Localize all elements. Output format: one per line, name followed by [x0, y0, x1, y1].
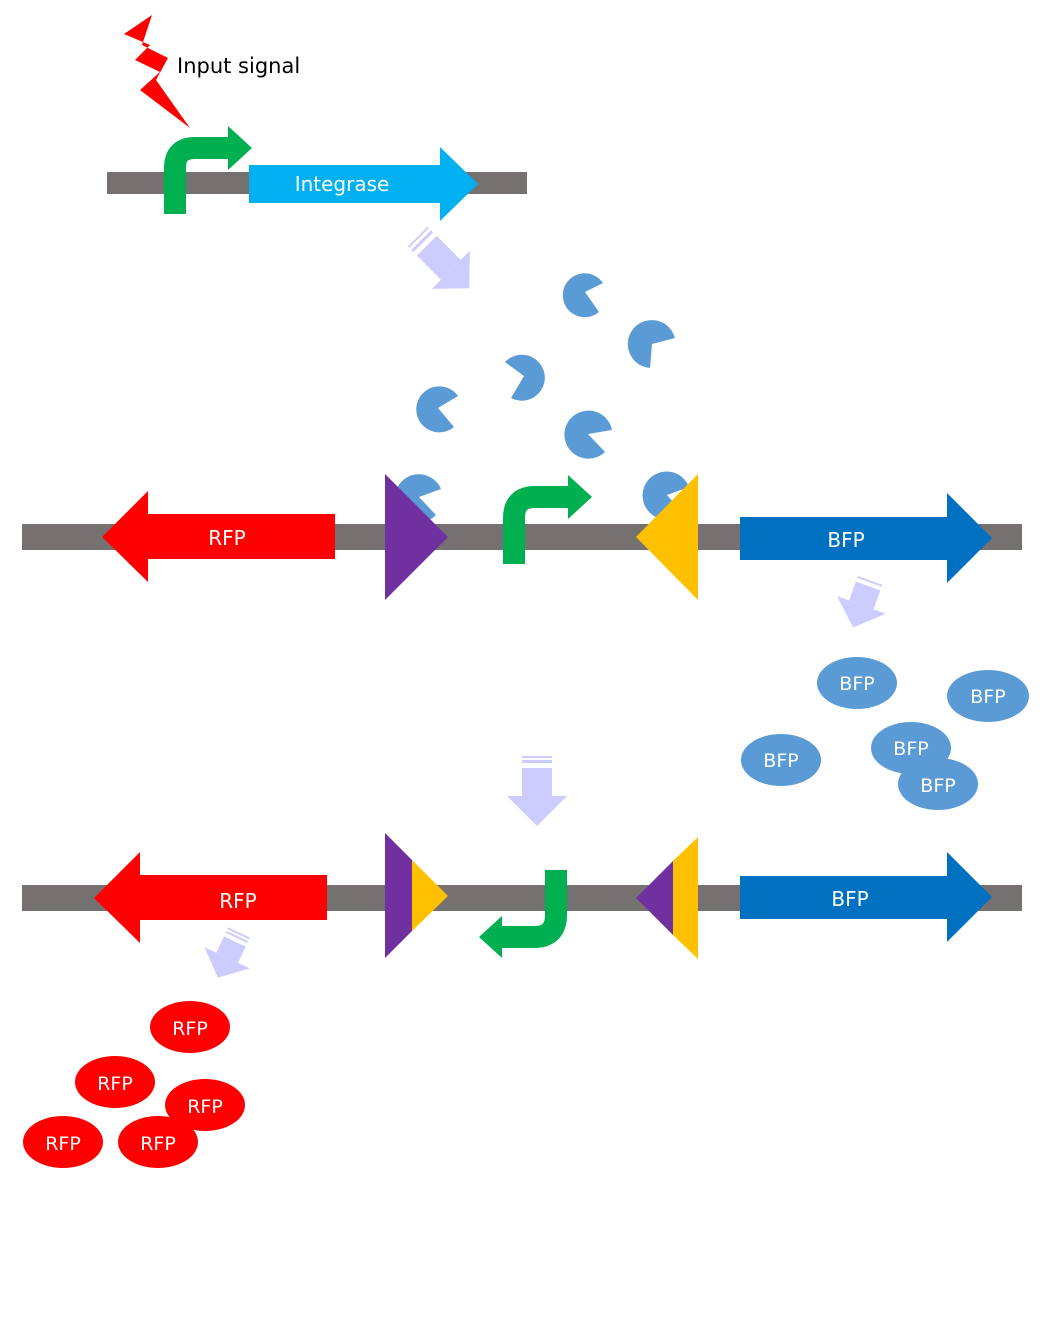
rfp-protein-label: RFP	[140, 1133, 176, 1155]
bfp-protein-label: BFP	[839, 673, 874, 695]
bfp-gene-label: BFP	[831, 887, 868, 911]
bfp-proteins: BFP BFP BFP BFP BFP	[741, 657, 1029, 810]
integrase-protein-1	[562, 273, 603, 318]
integrase-protein-2	[627, 320, 675, 368]
promoter-arrowhead-top	[228, 126, 252, 170]
promoter-icon-top	[164, 137, 228, 214]
bfp-protein-label: BFP	[893, 738, 928, 760]
promoter-arrowhead-bottom	[479, 916, 502, 958]
rfp-protein-label: RFP	[97, 1073, 133, 1095]
bfp-protein-label: BFP	[970, 686, 1005, 708]
recombination-arrow	[507, 756, 567, 826]
rfp-protein	[165, 1079, 245, 1131]
rfp-protein	[23, 1116, 103, 1168]
rfp-protein	[118, 1116, 198, 1168]
bfp-protein	[947, 670, 1029, 722]
promoter-icon-middle	[503, 486, 568, 564]
promoter-icon-bottom	[502, 870, 567, 948]
attL-site-yellow	[412, 860, 448, 931]
bfp-expression-arrow	[836, 576, 886, 628]
attR-site-yellow	[673, 837, 698, 959]
construct-after: RFP BFP	[22, 833, 1022, 959]
integrase-construct: Input signal Integrase	[107, 15, 527, 221]
attL-site-purple	[385, 833, 412, 958]
bfp-protein-label: BFP	[920, 775, 955, 797]
bfp-protein-label: BFP	[763, 750, 798, 772]
rfp-protein-label: RFP	[45, 1133, 81, 1155]
integrase-protein-3	[505, 354, 545, 401]
bfp-protein	[817, 657, 897, 709]
expression-arrow	[407, 226, 470, 289]
rfp-proteins: RFP RFP RFP RFP RFP	[23, 1001, 245, 1168]
attP-site	[636, 474, 698, 600]
rfp-gene-arrow	[102, 491, 335, 582]
integrase-proteins	[394, 273, 689, 523]
bfp-gene-arrow	[740, 493, 992, 583]
rfp-expression-arrow	[204, 927, 250, 978]
input-signal-label: Input signal	[177, 54, 300, 78]
bfp-protein	[741, 734, 821, 786]
attB-site	[385, 474, 448, 600]
rfp-gene-label: RFP	[208, 526, 245, 550]
bfp-gene-label: BFP	[827, 528, 864, 552]
bfp-gene-arrow	[740, 852, 992, 942]
rfp-protein	[150, 1001, 230, 1053]
rfp-gene-arrow	[94, 852, 327, 943]
promoter-arrowhead-middle	[568, 475, 592, 519]
rfp-protein	[75, 1056, 155, 1108]
rfp-protein-label: RFP	[187, 1096, 223, 1118]
bfp-protein	[898, 758, 978, 810]
rfp-gene-label: RFP	[219, 889, 256, 913]
construct-before: RFP BFP	[22, 474, 1022, 600]
integrase-gene-label: Integrase	[295, 172, 390, 196]
rfp-protein-label: RFP	[172, 1018, 208, 1040]
integrase-protein-4	[416, 386, 458, 433]
attR-site-purple	[636, 861, 673, 935]
integrase-protein-5	[564, 410, 612, 459]
integrase-gene-arrow	[249, 147, 478, 221]
